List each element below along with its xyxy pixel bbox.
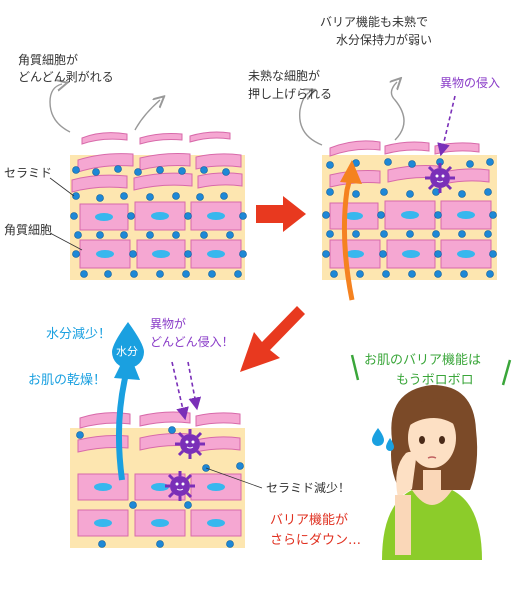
water-drop-label: 水分 (116, 345, 138, 358)
neck (423, 470, 441, 492)
caption-weak-line2: 水分保持力が弱い (336, 33, 433, 47)
speech-mark (350, 354, 360, 381)
hand (396, 451, 416, 498)
ceramide-decrease-leader (205, 467, 263, 489)
peel-arrow (49, 84, 71, 133)
stratum-corneum-cells (329, 165, 490, 188)
collar (412, 490, 452, 505)
panel-damaged-barrier (70, 322, 263, 548)
speech-mark (501, 359, 512, 386)
label-corneocyte: 角質細胞 (4, 223, 53, 237)
eye (439, 436, 445, 444)
label-foreign-line2: どんどん侵入！ (150, 335, 234, 349)
caption-weak-line1: バリア機能も未熟で (320, 15, 429, 29)
peel-arrow (298, 92, 323, 146)
label-ceramide-decrease: セラミド減少！ (266, 481, 351, 495)
mouth (427, 456, 437, 459)
water-drop-icon (112, 322, 144, 368)
caption-peeling-line2: どんどん剥がれる (18, 70, 114, 84)
flaking-cells (81, 131, 231, 145)
virus-icon (165, 471, 195, 501)
down-left-arrow-icon (240, 306, 305, 372)
stratum-corneum-cells (77, 433, 241, 453)
eye (419, 436, 425, 444)
arm (395, 495, 411, 555)
virus-icon (425, 163, 455, 193)
peel-arrow (134, 100, 160, 131)
sweat-drop-icon (386, 438, 394, 451)
corneocyte-leader (49, 232, 83, 251)
ceramide-dots (76, 426, 244, 548)
cell-nuclei (95, 212, 225, 258)
caption-barrier-line2: さらにダウン… (270, 533, 362, 548)
virus-icon (175, 429, 205, 459)
caption-push-line2: 押し上げられる (248, 87, 333, 101)
cell-nuclei (345, 211, 475, 258)
label-ceramide: セラミド (4, 166, 53, 180)
ceramide-dots (322, 158, 497, 278)
panel-weak-barrier (298, 82, 497, 301)
woman-illustration (350, 354, 512, 560)
caption-barrier-line1: バリア機能が (270, 513, 349, 528)
sweat-drop-icon (372, 428, 384, 446)
speech-line2: もうボロボロ (396, 373, 474, 388)
cell-nuclei (94, 483, 225, 527)
panel-healthy-skin (49, 84, 247, 280)
label-water-decrease: 水分減少！ (46, 327, 112, 342)
label-skin-dry: お肌の乾燥！ (28, 373, 107, 388)
bangs (406, 398, 462, 430)
stratum-corneum-cells (71, 153, 243, 193)
flaking-cells (79, 411, 241, 429)
speech-line1: お肌のバリア機能は (364, 353, 482, 368)
peel-arrow (391, 82, 405, 141)
ceramide-leader (49, 177, 75, 197)
label-foreign-line1: 異物が (150, 317, 187, 331)
label-foreign-entry: 異物の侵入 (440, 76, 501, 90)
foreign-entry-arrow (187, 361, 202, 411)
foreign-entry-arrow (437, 95, 456, 157)
right-arrow-icon (256, 196, 306, 232)
caption-push-line1: 未熟な細胞が (248, 69, 321, 83)
water-loss-arrow (115, 369, 130, 481)
face (408, 408, 456, 468)
foreign-entry-arrow (171, 361, 189, 421)
ceramide-dots (70, 165, 247, 278)
caption-peeling-line1: 角質細胞が (18, 53, 79, 67)
flaking-cells (329, 140, 480, 157)
push-up-arrowhead (340, 160, 362, 184)
